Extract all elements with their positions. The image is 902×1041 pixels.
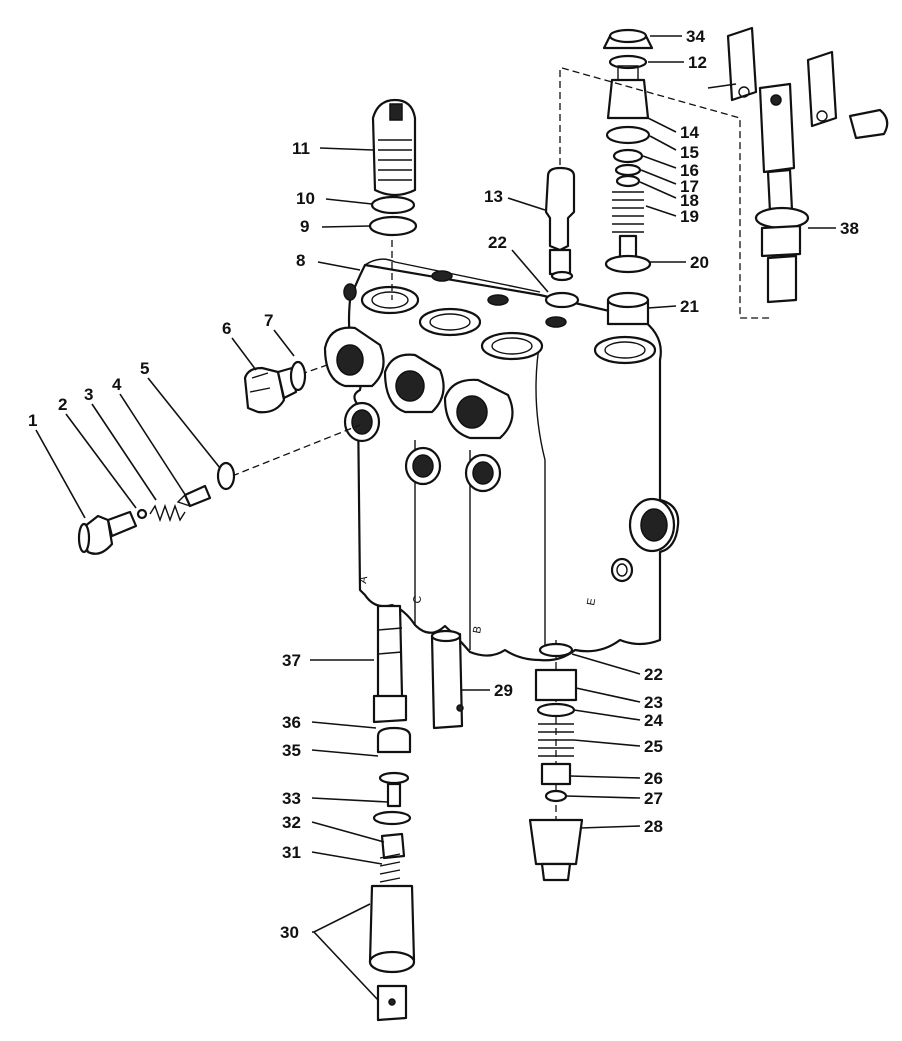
body-mark-a: A (357, 575, 370, 585)
callout-32: 32 (282, 813, 301, 832)
callout-5: 5 (140, 359, 149, 378)
lower-right-check (528, 640, 584, 882)
callout-9: 9 (300, 217, 309, 236)
callout-6: 6 (222, 319, 231, 338)
callout-3: 3 (84, 385, 93, 404)
leader-lines (35, 35, 836, 1001)
callout-10: 10 (296, 189, 315, 208)
callout-22-top: 22 (488, 233, 507, 252)
callout-13: 13 (484, 187, 503, 206)
callout-26: 26 (644, 769, 663, 788)
callout-28: 28 (644, 817, 663, 836)
callout-labels: 1 2 3 4 5 6 7 8 9 10 11 13 22 34 12 14 1… (28, 27, 859, 942)
callout-29: 29 (494, 681, 513, 700)
callout-11: 11 (292, 139, 310, 158)
spool-13 (544, 70, 580, 309)
callout-38: 38 (840, 219, 859, 238)
callout-25: 25 (644, 737, 663, 756)
callout-15: 15 (680, 143, 699, 162)
callout-27: 27 (644, 789, 663, 808)
callout-36: 36 (282, 713, 301, 732)
callout-1: 1 (28, 411, 37, 430)
body-mark-c: C (411, 595, 424, 605)
callout-34: 34 (686, 27, 705, 46)
callout-7: 7 (264, 311, 273, 330)
callout-20: 20 (690, 253, 709, 272)
callout-31: 31 (282, 843, 301, 862)
callout-19: 19 (680, 207, 699, 226)
callout-17: 17 (680, 177, 699, 196)
callout-24: 24 (644, 711, 663, 730)
relief-valve-parts (77, 360, 361, 555)
valve-body: A C B E (323, 258, 680, 662)
callout-12: 12 (688, 53, 707, 72)
callout-35: 35 (282, 741, 301, 760)
lower-middle-spool (430, 629, 464, 730)
callout-22-bottom: 22 (644, 665, 663, 684)
body-mark-b: B (471, 625, 484, 634)
callout-18: 18 (680, 191, 699, 210)
detent-stack (561, 28, 770, 326)
callout-21: 21 (680, 297, 699, 316)
lower-left-stack (368, 604, 416, 1022)
top-check-parts (368, 98, 418, 300)
body-mark-e: E (585, 597, 598, 606)
callout-16: 16 (680, 161, 699, 180)
callout-2: 2 (58, 395, 67, 414)
callout-37: 37 (282, 651, 301, 670)
callout-4: 4 (112, 375, 122, 394)
callout-30: 30 (280, 923, 299, 942)
linkage-38 (707, 26, 889, 304)
callout-8: 8 (296, 251, 305, 270)
callout-23: 23 (644, 693, 663, 712)
callout-14: 14 (680, 123, 699, 142)
callout-33: 33 (282, 789, 301, 808)
